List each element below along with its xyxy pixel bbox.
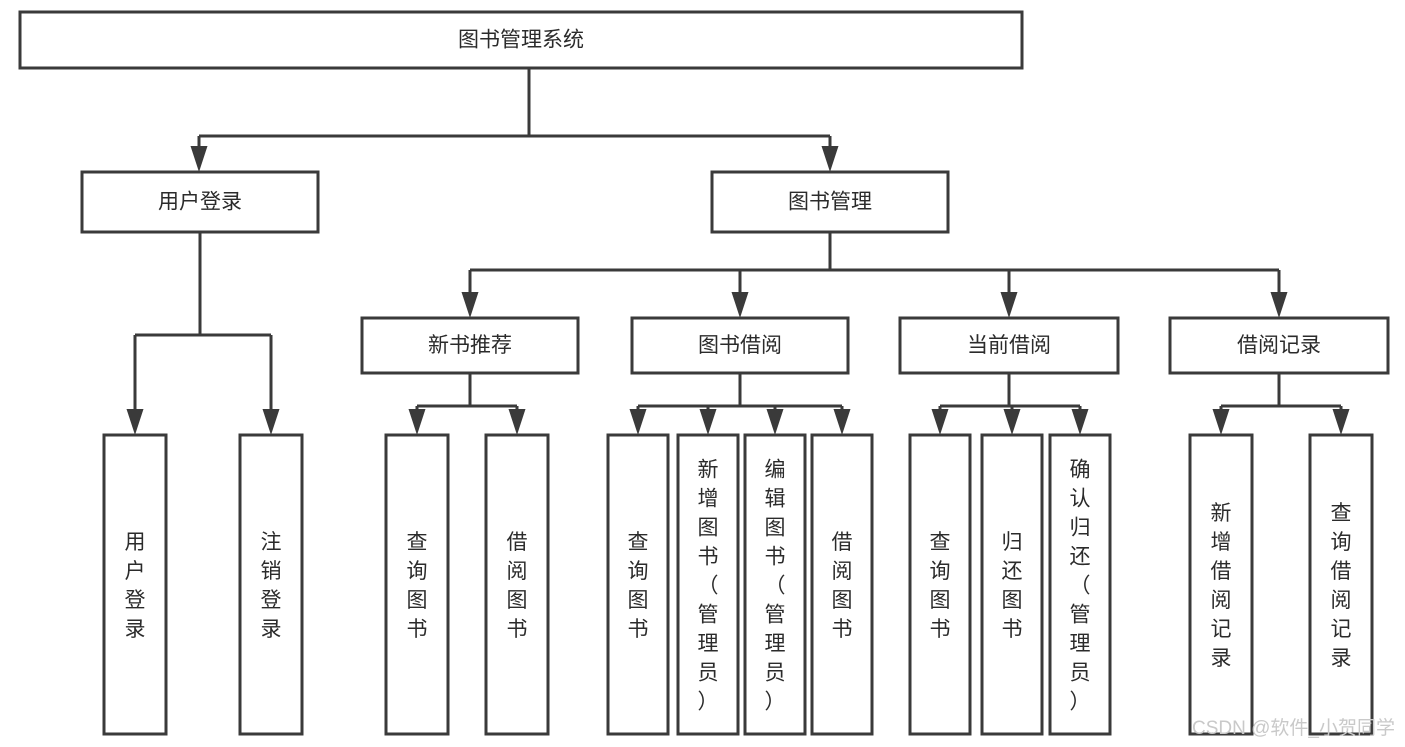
node-b1[interactable]: 查询图书 bbox=[606, 433, 670, 736]
connector-records bbox=[1212, 373, 1350, 435]
arrow-head-icon bbox=[731, 292, 749, 318]
node-b4[interactable]: 借阅图书 bbox=[810, 433, 874, 736]
node-label: 查询图书 bbox=[628, 531, 649, 641]
node-box[interactable] bbox=[238, 433, 304, 736]
node-r2[interactable]: 查询借阅记录 bbox=[1308, 433, 1374, 736]
node-box[interactable] bbox=[18, 10, 1024, 70]
node-root[interactable]: 图书管理系统 bbox=[18, 10, 1024, 70]
node-login[interactable]: 用户登录 bbox=[80, 170, 320, 234]
node-box[interactable] bbox=[1308, 433, 1374, 736]
node-box[interactable] bbox=[630, 316, 850, 375]
arrow-head-icon bbox=[1332, 409, 1350, 435]
node-label: 新增借阅记录 bbox=[1211, 502, 1232, 670]
node-label: 新增图书（管理员） bbox=[698, 459, 719, 714]
node-box[interactable] bbox=[80, 170, 320, 234]
arrow-head-icon bbox=[1270, 292, 1288, 318]
connector-root bbox=[190, 68, 839, 172]
node-label: 确认归还（管理员） bbox=[1070, 459, 1091, 714]
node-bookmgmt[interactable]: 图书管理 bbox=[710, 170, 950, 234]
connector-login bbox=[126, 232, 280, 435]
arrow-head-icon bbox=[1212, 409, 1230, 435]
node-label: 图书管理 bbox=[788, 191, 872, 214]
node-box[interactable] bbox=[1048, 433, 1112, 736]
connector-newrec bbox=[408, 373, 526, 435]
node-box[interactable] bbox=[810, 433, 874, 736]
node-box[interactable] bbox=[360, 316, 580, 375]
arrow-head-icon bbox=[699, 409, 717, 435]
node-r1[interactable]: 新增借阅记录 bbox=[1188, 433, 1254, 736]
node-layer: 图书管理系统用户登录图书管理新书推荐图书借阅当前借阅借阅记录用户登录注销登录查询… bbox=[18, 10, 1390, 736]
node-label: 查询借阅记录 bbox=[1331, 502, 1352, 670]
node-box[interactable] bbox=[898, 316, 1120, 375]
node-label: 查询图书 bbox=[930, 531, 951, 641]
node-l2[interactable]: 注销登录 bbox=[238, 433, 304, 736]
arrow-head-icon bbox=[190, 146, 208, 172]
node-label: 查询图书 bbox=[407, 531, 428, 641]
node-newrec[interactable]: 新书推荐 bbox=[360, 316, 580, 375]
node-label: 当前借阅 bbox=[967, 334, 1051, 357]
node-box[interactable] bbox=[384, 433, 450, 736]
node-label: 归还图书 bbox=[1002, 531, 1023, 641]
node-box[interactable] bbox=[484, 433, 550, 736]
node-n2[interactable]: 借阅图书 bbox=[484, 433, 550, 736]
node-label: 用户登录 bbox=[158, 191, 242, 214]
node-label: 注销登录 bbox=[261, 531, 282, 641]
node-b3[interactable]: 编辑图书（管理员） bbox=[743, 433, 807, 736]
node-box[interactable] bbox=[980, 433, 1044, 736]
node-current[interactable]: 当前借阅 bbox=[898, 316, 1120, 375]
node-label: 编辑图书（管理员） bbox=[765, 459, 786, 714]
node-box[interactable] bbox=[676, 433, 740, 736]
node-label: 用户登录 bbox=[125, 531, 146, 641]
node-label: 借阅图书 bbox=[832, 531, 853, 641]
arrow-head-icon bbox=[833, 409, 851, 435]
node-b2[interactable]: 新增图书（管理员） bbox=[676, 433, 740, 736]
arrow-head-icon bbox=[629, 409, 647, 435]
arrow-head-icon bbox=[408, 409, 426, 435]
arrow-head-icon bbox=[821, 146, 839, 172]
node-box[interactable] bbox=[1188, 433, 1254, 736]
node-c1[interactable]: 查询图书 bbox=[908, 433, 972, 736]
node-c2[interactable]: 归还图书 bbox=[980, 433, 1044, 736]
node-box[interactable] bbox=[102, 433, 168, 736]
arrow-head-icon bbox=[461, 292, 479, 318]
node-label: 借阅记录 bbox=[1237, 334, 1321, 357]
arrow-head-icon bbox=[508, 409, 526, 435]
connector-bookmgmt bbox=[461, 232, 1288, 318]
node-records[interactable]: 借阅记录 bbox=[1168, 316, 1390, 375]
node-box[interactable] bbox=[743, 433, 807, 736]
arrow-head-icon bbox=[1003, 409, 1021, 435]
node-box[interactable] bbox=[908, 433, 972, 736]
node-n1[interactable]: 查询图书 bbox=[384, 433, 450, 736]
arrow-head-icon bbox=[931, 409, 949, 435]
connector-borrow bbox=[629, 373, 851, 435]
watermark-label: CSDN @软件_小贺同学 bbox=[1192, 717, 1395, 739]
node-label: 新书推荐 bbox=[428, 334, 512, 357]
arrow-head-icon bbox=[262, 409, 280, 435]
arrow-head-icon bbox=[1000, 292, 1018, 318]
node-c3[interactable]: 确认归还（管理员） bbox=[1048, 433, 1112, 736]
arrow-head-icon bbox=[126, 409, 144, 435]
node-box[interactable] bbox=[710, 170, 950, 234]
node-l1[interactable]: 用户登录 bbox=[102, 433, 168, 736]
node-label: 图书管理系统 bbox=[458, 29, 584, 52]
node-box[interactable] bbox=[606, 433, 670, 736]
node-label: 借阅图书 bbox=[507, 531, 528, 641]
node-borrow[interactable]: 图书借阅 bbox=[630, 316, 850, 375]
connector-layer bbox=[126, 68, 1350, 435]
connector-current bbox=[931, 373, 1089, 435]
arrow-head-icon bbox=[766, 409, 784, 435]
node-box[interactable] bbox=[1168, 316, 1390, 375]
node-label: 图书借阅 bbox=[698, 334, 782, 357]
arrow-head-icon bbox=[1071, 409, 1089, 435]
